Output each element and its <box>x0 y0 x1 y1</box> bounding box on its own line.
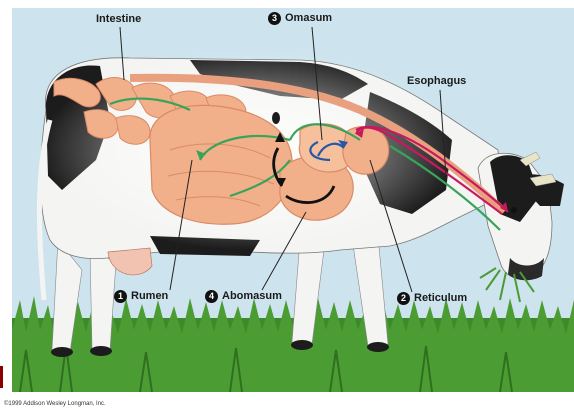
label-rumen: 1 Rumen <box>114 290 168 303</box>
label-intestine-text: Intestine <box>96 13 141 25</box>
label-omasum-text: Omasum <box>285 12 332 24</box>
edge-marker <box>0 366 3 388</box>
omasum-opening <box>272 112 280 124</box>
label-reticulum-text: Reticulum <box>414 292 467 304</box>
label-esophagus: Esophagus <box>407 75 466 88</box>
label-abomasum-number: 4 <box>205 290 218 303</box>
label-rumen-number: 1 <box>114 290 127 303</box>
label-reticulum: 2 Reticulum <box>397 292 467 305</box>
label-abomasum: 4 Abomasum <box>205 290 282 303</box>
label-rumen-text: Rumen <box>131 290 168 302</box>
label-omasum-number: 3 <box>268 12 281 25</box>
label-omasum: 3 Omasum <box>268 12 332 25</box>
label-esophagus-text: Esophagus <box>407 75 466 87</box>
label-intestine: Intestine <box>96 13 141 26</box>
label-reticulum-number: 2 <box>397 292 410 305</box>
label-abomasum-text: Abomasum <box>222 290 282 302</box>
copyright-notice: ©1999 Addison Wesley Longman, Inc. <box>4 401 106 407</box>
